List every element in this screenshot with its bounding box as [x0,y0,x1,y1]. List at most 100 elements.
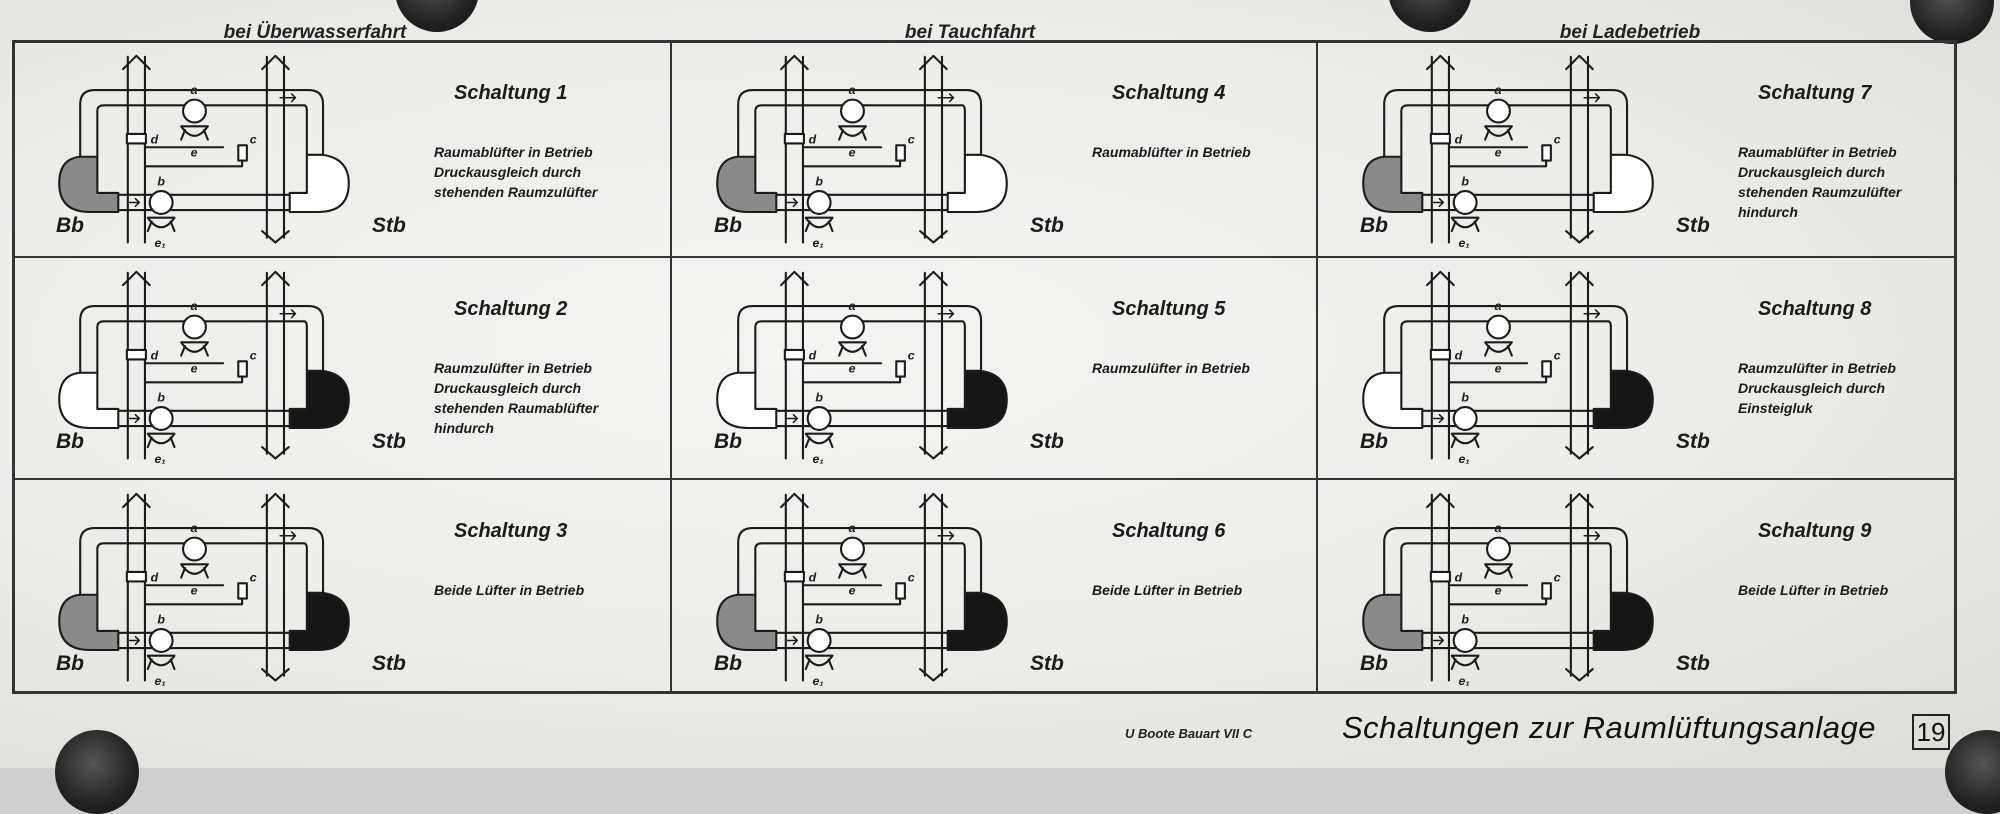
label-d: d [1455,132,1463,146]
description-line: Druckausgleich durch [1738,164,1886,180]
description-line: Beide Lüfter in Betrieb [1092,582,1243,598]
stb-chamber [1592,369,1654,430]
stb-chamber [1592,153,1654,214]
label-d: d [1455,348,1463,362]
label-bb: Bb [56,430,84,453]
stb-chamber [946,153,1008,214]
label-a: a [191,83,198,97]
label-c: c [908,570,915,584]
label-d: d [151,132,159,146]
label-c: c [908,132,915,146]
bb-chamber [1362,593,1424,652]
label-bb: Bb [56,652,84,675]
label-bb: Bb [714,652,742,675]
label-bb: Bb [1360,214,1388,237]
duct-lines [716,270,1008,460]
description-line: Druckausgleich durch [434,164,582,180]
row-divider [12,256,1957,258]
boat-type-label: U Boote Bauart VII C [1125,726,1253,741]
label-d: d [809,570,817,584]
label-b: b [815,390,823,404]
description-line: Beide Lüfter in Betrieb [434,582,585,598]
stb-chamber [946,591,1008,652]
label-e1: e₁ [812,674,823,688]
label-e1: e₁ [154,674,165,688]
column-divider [1316,40,1318,694]
description-line: hindurch [1738,204,1798,220]
circuit-description: Raumablüfter in Betrieb [1092,142,1307,162]
label-b: b [815,174,823,188]
label-bb: Bb [714,430,742,453]
label-d: d [809,132,817,146]
label-stb: Stb [372,652,406,675]
label-d: d [809,348,817,362]
label-stb: Stb [372,214,406,237]
label-e: e [191,584,198,598]
circuit-title: Schaltung 6 [1112,520,1226,542]
stb-chamber [288,153,350,214]
circuit-title: Schaltung 5 [1112,298,1226,320]
label-e1: e₁ [812,452,823,466]
label-e: e [191,146,198,160]
page-number: 19 [1912,714,1950,750]
circuit-title: Schaltung 2 [454,298,568,320]
label-a: a [1495,521,1502,535]
duct-lines [1362,270,1654,460]
label-e: e [1495,584,1502,598]
circuit-description: Beide Lüfter in Betrieb [1092,580,1307,600]
stb-chamber [1592,591,1654,652]
stb-chamber [288,591,350,652]
circuit-title: Schaltung 1 [454,82,568,104]
row-divider [12,478,1957,480]
label-a: a [849,299,856,313]
label-b: b [1461,390,1469,404]
label-c: c [250,348,257,362]
column-header-surface: bei Überwasserfahrt [223,22,407,43]
table-frame [12,40,1957,694]
column-header-submerged: bei Tauchfahrt [904,22,1036,43]
label-c: c [250,570,257,584]
description-line: Beide Lüfter in Betrieb [1738,582,1889,598]
circuit-title: Schaltung 7 [1758,82,1872,104]
duct-lines [716,54,1008,244]
duct-lines [1362,492,1654,682]
duct-lines [58,492,350,682]
label-a: a [1495,299,1502,313]
label-d: d [151,348,159,362]
bb-chamber [716,593,778,652]
label-e1: e₁ [1458,674,1469,688]
duct-lines [716,492,1008,682]
label-e1: e₁ [812,236,823,250]
label-e1: e₁ [154,452,165,466]
label-e: e [1495,146,1502,160]
label-b: b [815,612,823,626]
mounting-bolt [1945,730,2000,814]
stb-chamber [946,369,1008,430]
duct-lines [58,54,350,244]
label-e: e [849,362,856,376]
label-stb: Stb [1676,652,1710,675]
description-line: stehenden Raumablüfter [434,400,599,416]
label-e: e [1495,362,1502,376]
label-b: b [157,612,165,626]
label-stb: Stb [1676,430,1710,453]
circuit-title: Schaltung 4 [1112,82,1226,104]
label-a: a [191,521,198,535]
label-stb: Stb [1030,652,1064,675]
bb-chamber [58,155,120,214]
label-stb: Stb [1030,214,1064,237]
label-e: e [849,146,856,160]
label-bb: Bb [56,214,84,237]
